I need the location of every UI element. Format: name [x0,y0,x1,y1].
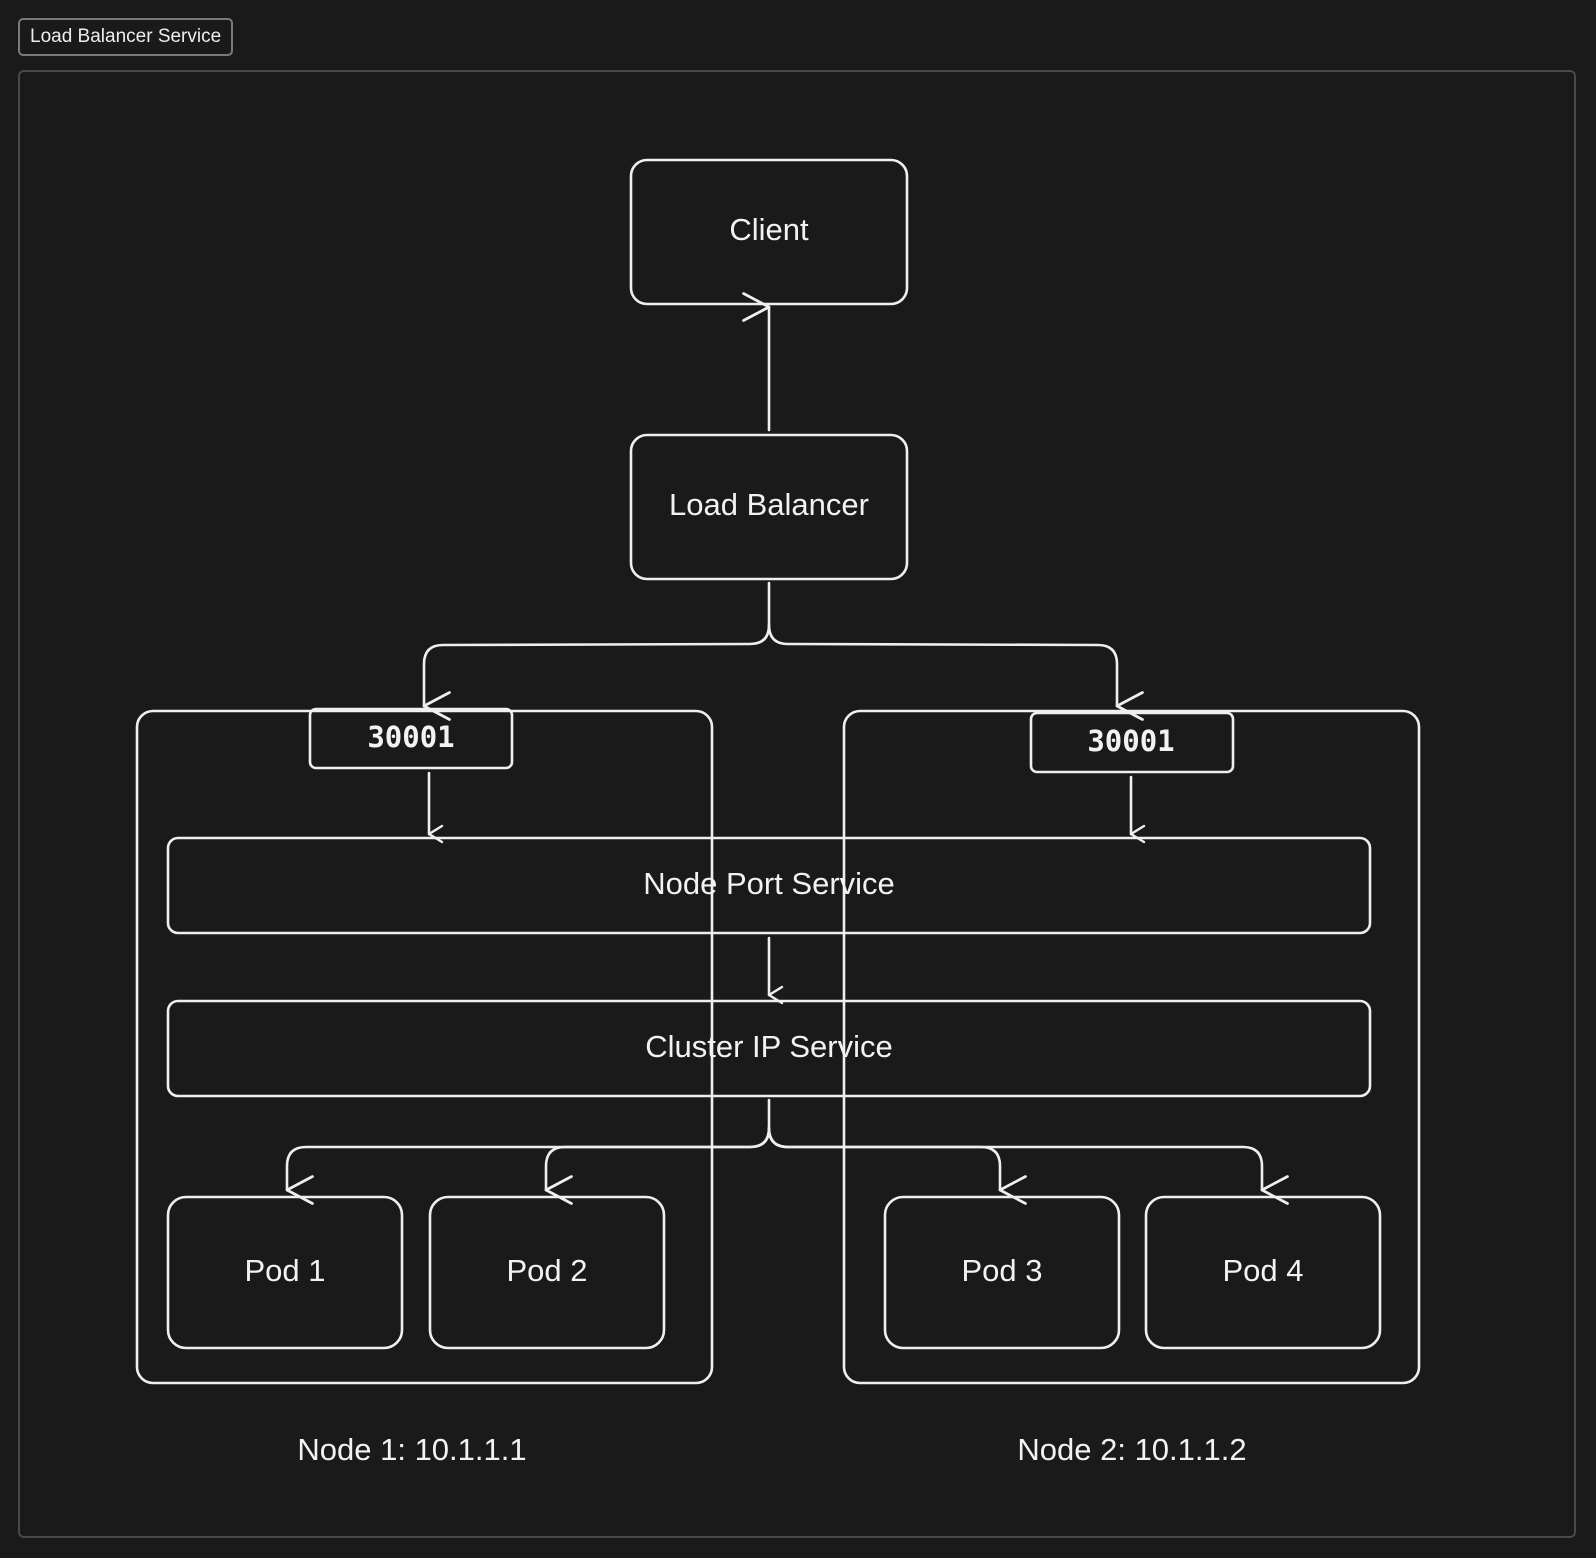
arrow-lb-to-node2-port [767,623,1144,721]
node-1-container [135,709,714,1385]
node-2-port-box[interactable]: 30001 [1029,711,1235,774]
cluster-ip-service-box[interactable]: Cluster IP Service [166,999,1372,1098]
arrow-clusterip-to-pod3 [767,1126,1027,1205]
node-port-service-label: Node Port Service [643,866,895,901]
node-1-caption: Node 1: 10.1.1.1 [297,1432,526,1467]
client-label: Client [729,212,809,247]
node-2-port-label: 30001 [1087,724,1174,758]
node-2-container [842,709,1421,1385]
pod-2-box[interactable]: Pod 2 [428,1195,666,1350]
load-balancer-box[interactable]: Load Balancer [629,433,909,581]
arrow-lb-to-node1-port [422,581,771,721]
pod-1-label: Pod 1 [244,1253,325,1288]
load-balancer-label: Load Balancer [669,487,869,522]
node-2-caption: Node 2: 10.1.1.2 [1017,1432,1246,1467]
pod-4-label: Pod 4 [1222,1253,1303,1288]
pod-4-box[interactable]: Pod 4 [1144,1195,1382,1350]
arrow-clusterip-to-pod1 [285,1098,771,1205]
node-port-service-box[interactable]: Node Port Service [166,836,1372,935]
frame-title: Load Balancer Service [30,26,222,47]
arrow-clusterip-to-pod2 [544,1126,771,1205]
node-1-port-box[interactable]: 30001 [308,707,514,770]
node-1-port-label: 30001 [367,720,454,754]
cluster-ip-service-label: Cluster IP Service [645,1029,893,1064]
frame-title-tab[interactable]: Load Balancer Service [18,18,234,56]
diagram-frame [18,70,1576,1538]
pod-2-label: Pod 2 [506,1253,587,1288]
client-box[interactable]: Client [629,158,909,306]
pod-1-box[interactable]: Pod 1 [166,1195,404,1350]
pod-3-label: Pod 3 [961,1253,1042,1288]
arrow-clusterip-to-pod4 [767,1126,1289,1205]
pod-3-box[interactable]: Pod 3 [883,1195,1121,1350]
